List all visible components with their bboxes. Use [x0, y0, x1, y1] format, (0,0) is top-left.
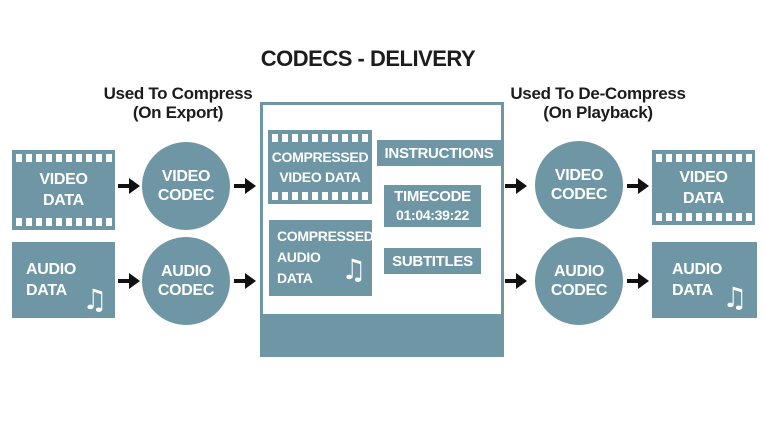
arrow-delivery-to-video-codec	[505, 178, 527, 194]
arrow-stem	[234, 184, 246, 188]
music-note-icon: ♫	[82, 283, 107, 316]
arrow-delivery-to-audio-codec	[505, 273, 527, 289]
audio-codec-line2: CODEC	[157, 282, 215, 299]
decompress-label-line1: Used To De-Compress	[510, 84, 686, 103]
compressed-video-line1: COMPRESSED	[271, 149, 369, 165]
video-data-line1: VIDEO	[39, 171, 88, 188]
compress-label-line2: (On Export)	[132, 103, 224, 122]
subtitles-box: SUBTITLES	[384, 248, 481, 274]
audio-data-output-box: AUDIO DATA ♫	[652, 242, 757, 318]
audio-data-line1: AUDIO	[26, 261, 77, 278]
arrow-stem	[118, 184, 130, 188]
decompress-stage-label: Used To De-Compress (On Playback)	[498, 84, 698, 122]
arrow-right-icon	[129, 273, 140, 289]
arrow-stem	[505, 279, 517, 283]
arrow-stem	[234, 279, 246, 283]
audio-codec-export-circle: AUDIO CODEC	[142, 237, 230, 325]
video-codec-line1: VIDEO	[554, 167, 604, 184]
arrow-right-icon	[129, 178, 140, 194]
arrow-video-source-to-codec	[118, 178, 140, 194]
page-title: CODECS - DELIVERY	[260, 46, 476, 71]
arrow-right-icon	[638, 178, 649, 194]
audio-data-source-box: AUDIO DATA ♫	[12, 242, 115, 318]
timecode-text: TIMECODE 01:04:39:22	[394, 188, 471, 225]
arrow-right-icon	[516, 273, 527, 289]
audio-codec-line1: AUDIO	[553, 263, 605, 280]
arrow-stem	[118, 279, 130, 283]
music-note-icon: ♫	[341, 253, 366, 286]
audio-codec-playback-circle: AUDIO CODEC	[535, 237, 623, 325]
video-codec-playback-circle: VIDEO CODEC	[535, 141, 623, 229]
arrow-audio-codec-to-output	[627, 273, 649, 289]
compressed-audio-text: COMPRESSED AUDIO DATA	[277, 226, 374, 289]
decompress-label-line2: (On Playback)	[543, 103, 653, 122]
video-data-output-text: VIDEO DATA	[679, 167, 728, 209]
subtitles-label: SUBTITLES	[392, 252, 473, 270]
arrow-video-codec-to-output	[627, 178, 649, 194]
video-data-line2: DATA	[43, 192, 84, 209]
video-codec-line2: CODEC	[550, 186, 608, 203]
audio-codec-line2: CODEC	[550, 282, 608, 299]
arrow-video-codec-to-delivery	[234, 178, 256, 194]
timecode-value: 01:04:39:22	[396, 206, 469, 223]
audio-data-output-text: AUDIO DATA	[652, 259, 722, 301]
arrow-stem	[505, 184, 517, 188]
video-data-source-box: VIDEO DATA	[12, 150, 115, 230]
compressed-video-text: COMPRESSED VIDEO DATA	[272, 147, 369, 187]
instructions-box: INSTRUCTIONS	[377, 140, 501, 166]
video-codec-line2: CODEC	[157, 187, 215, 204]
compressed-audio-line3: DATA	[277, 270, 313, 286]
compressed-audio-data-box: COMPRESSED AUDIO DATA ♫	[269, 220, 374, 296]
audio-data-line2: DATA	[672, 282, 713, 299]
arrow-right-icon	[245, 273, 256, 289]
video-codec-export-circle: VIDEO CODEC	[142, 142, 230, 230]
compressed-video-line2: VIDEO DATA	[279, 169, 361, 185]
video-data-output-box: VIDEO DATA	[652, 150, 755, 225]
video-data-line2: DATA	[683, 189, 724, 207]
audio-codec-line1: AUDIO	[160, 263, 212, 280]
compress-stage-label: Used To Compress (On Export)	[78, 84, 278, 122]
compressed-audio-line1: COMPRESSED	[277, 228, 374, 244]
arrow-right-icon	[516, 178, 527, 194]
audio-data-line2: DATA	[26, 282, 67, 299]
video-data-line1: VIDEO	[679, 168, 728, 186]
audio-data-source-text: AUDIO DATA	[12, 259, 76, 301]
instructions-label: INSTRUCTIONS	[384, 144, 494, 162]
compressed-audio-line2: AUDIO	[277, 249, 321, 265]
music-note-icon: ♫	[722, 281, 747, 314]
arrow-audio-codec-to-delivery	[234, 273, 256, 289]
arrow-audio-source-to-codec	[118, 273, 140, 289]
compress-label-line1: Used To Compress	[103, 84, 253, 103]
arrow-stem	[627, 279, 639, 283]
video-data-source-text: VIDEO DATA	[39, 169, 88, 211]
arrow-stem	[627, 184, 639, 188]
video-codec-line1: VIDEO	[161, 168, 211, 185]
timecode-box: TIMECODE 01:04:39:22	[384, 185, 481, 227]
compressed-video-data-box: COMPRESSED VIDEO DATA	[268, 130, 372, 204]
audio-data-line1: AUDIO	[672, 261, 723, 278]
delivery-container-footer	[263, 314, 501, 354]
timecode-label: TIMECODE	[394, 187, 471, 205]
arrow-right-icon	[245, 178, 256, 194]
arrow-right-icon	[638, 273, 649, 289]
